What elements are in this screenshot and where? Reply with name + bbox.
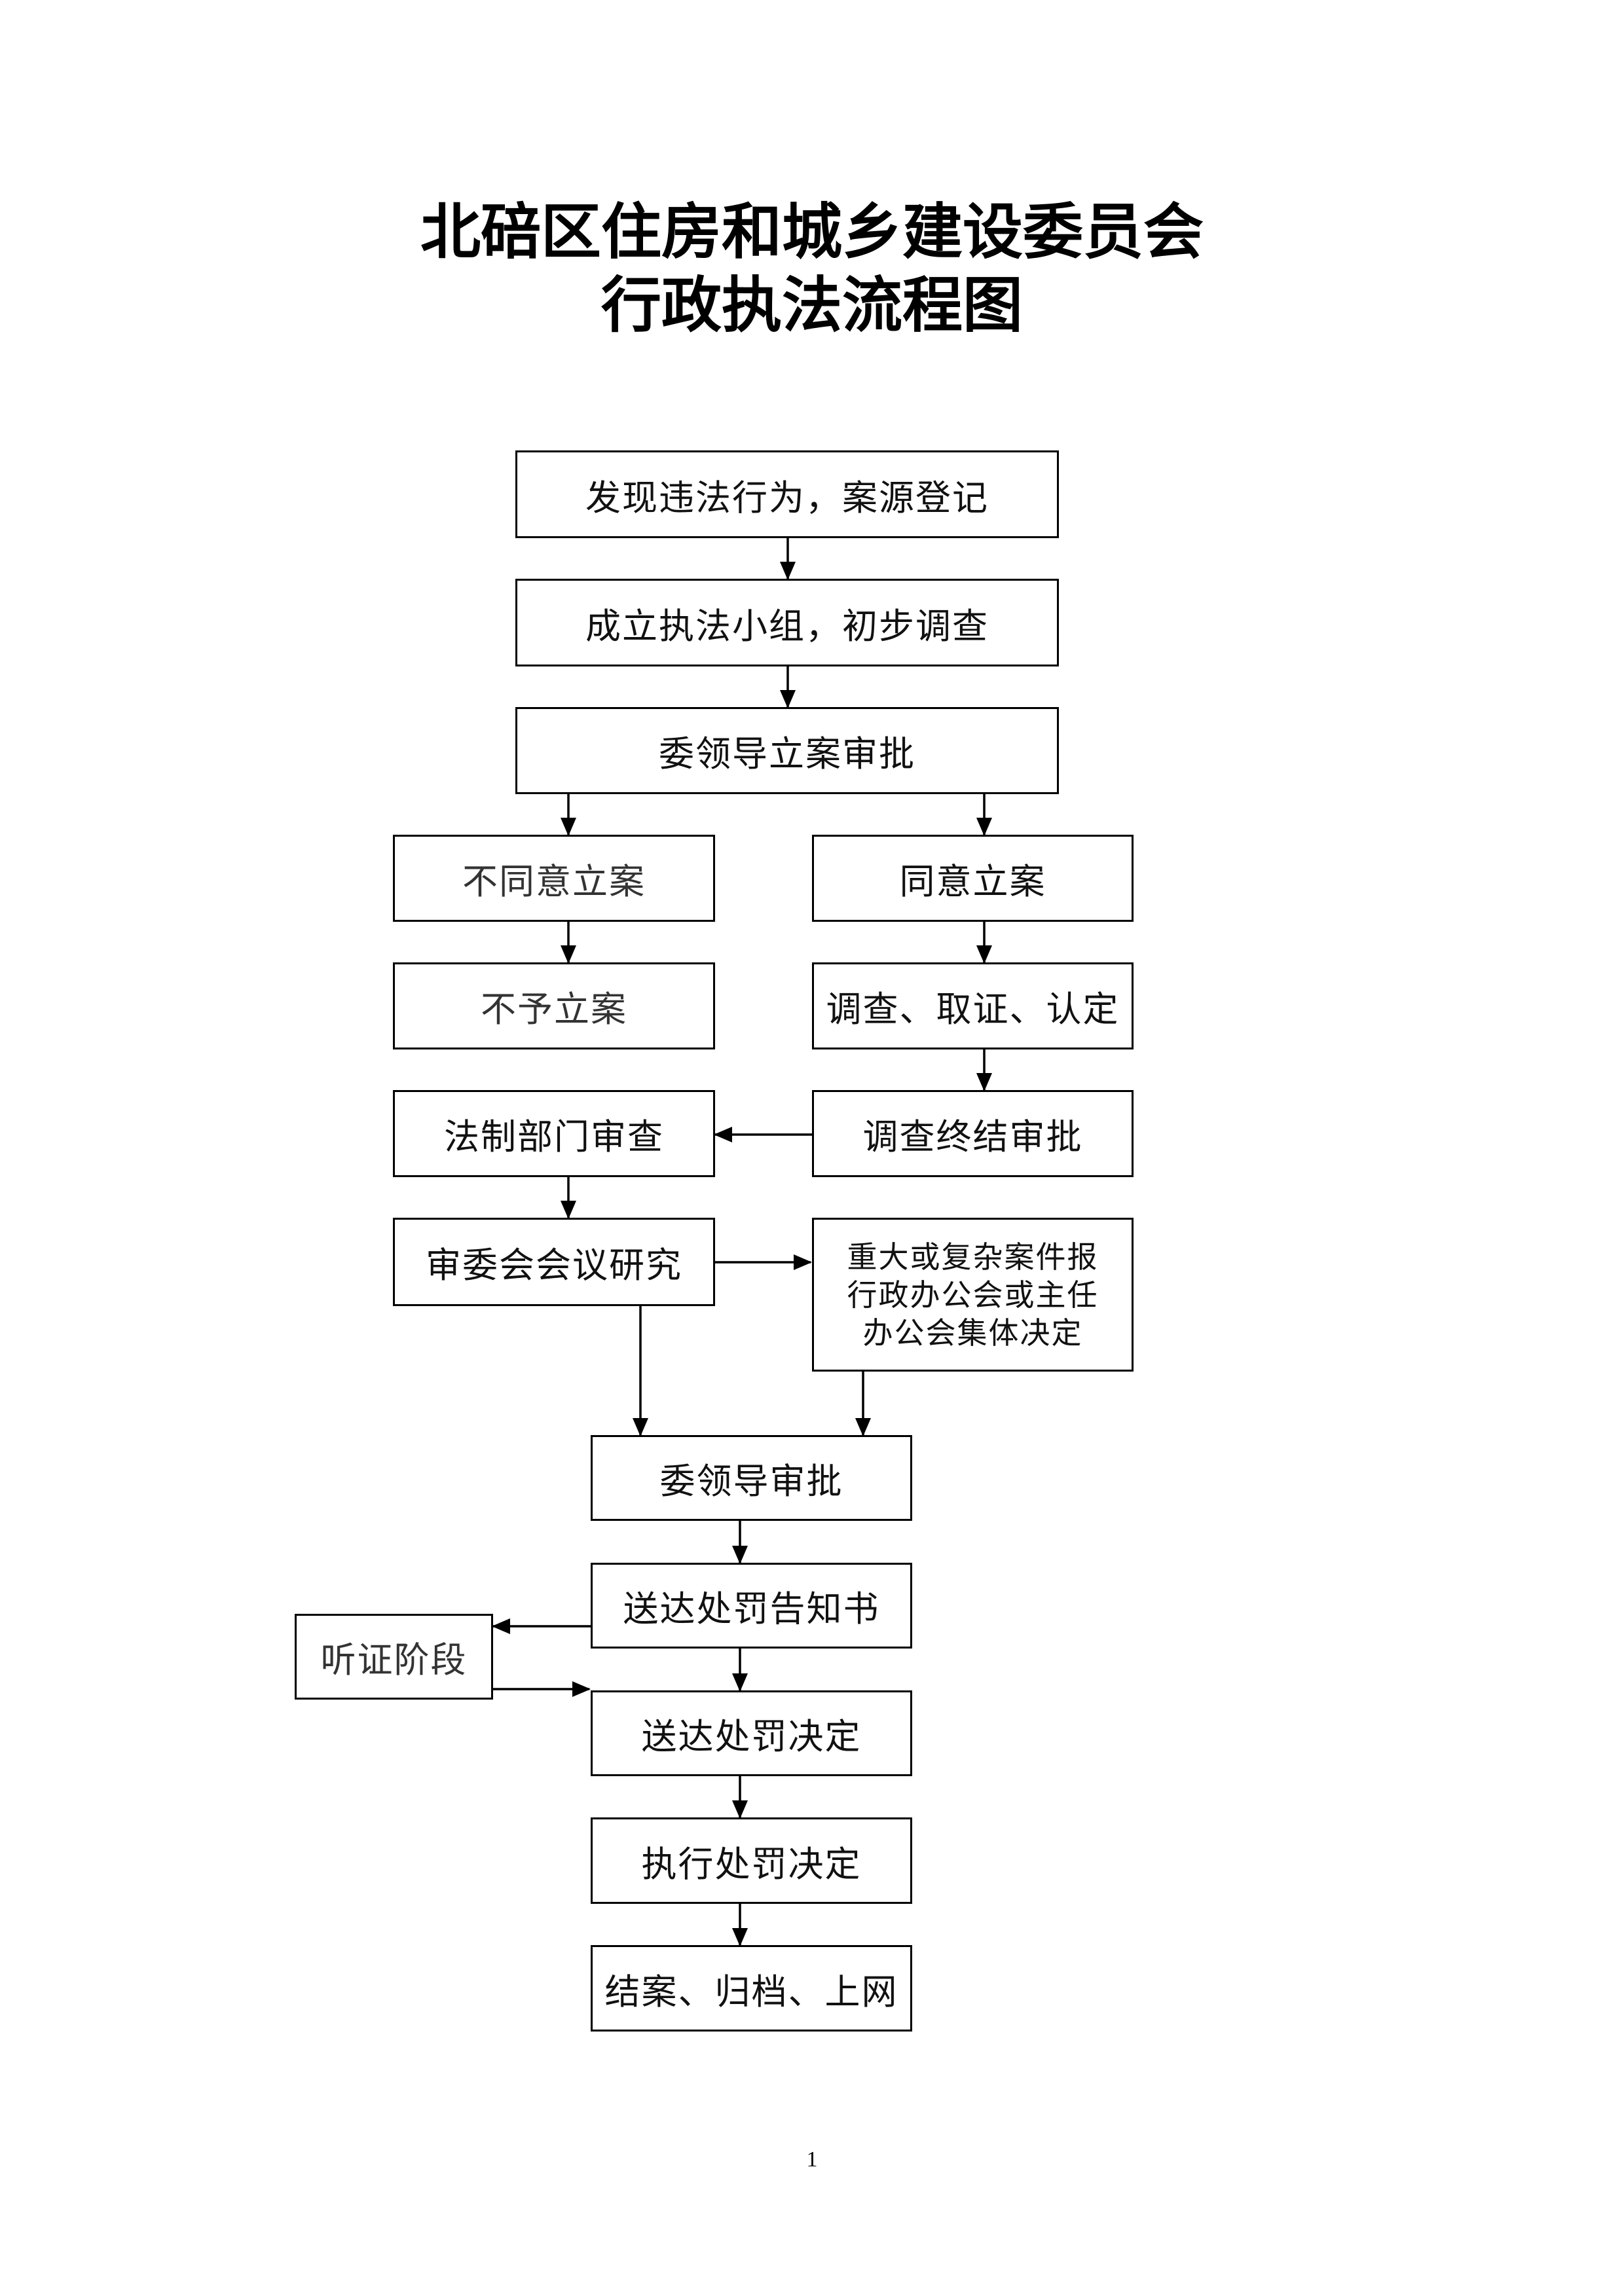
node-disagree-filing-label: 不同意立案 xyxy=(462,861,646,902)
node-discover-label: 发现违法行为，案源登记 xyxy=(585,477,989,519)
node-penalty-notice: 送达处罚告知书 xyxy=(591,1563,912,1649)
node-discover: 发现违法行为，案源登记 xyxy=(515,450,1059,538)
node-agree-filing-label: 同意立案 xyxy=(899,861,1046,902)
title-line-2: 行政执法流程图 xyxy=(600,270,1023,340)
node-penalty-decision: 送达处罚决定 xyxy=(591,1690,912,1776)
node-legal-review: 法制部门审查 xyxy=(393,1090,715,1177)
page-number: 1 xyxy=(806,2147,818,2172)
title-line-1: 北碚区住房和城乡建设委员会 xyxy=(420,196,1204,267)
node-filing-approval-label: 委领导立案审批 xyxy=(659,733,915,774)
node-major-case: 重大或复杂案件报 行政办公会或主任 办公会集体决定 xyxy=(812,1218,1134,1372)
node-committee-study: 审委会会议研究 xyxy=(393,1218,715,1306)
node-investigation-approval-label: 调查终结审批 xyxy=(862,1116,1083,1157)
node-no-filing-label: 不予立案 xyxy=(481,989,627,1030)
node-hearing-label: 听证阶段 xyxy=(320,1639,468,1681)
node-investigate: 调查、取证、认定 xyxy=(812,962,1134,1049)
node-major-case-line-3: 办公会集体决定 xyxy=(862,1315,1083,1351)
node-form-team: 成立执法小组，初步调查 xyxy=(515,579,1059,666)
node-agree-filing: 同意立案 xyxy=(812,835,1134,922)
node-penalty-notice-label: 送达处罚告知书 xyxy=(623,1588,880,1630)
node-form-team-label: 成立执法小组，初步调查 xyxy=(585,605,989,647)
node-major-case-line-2: 行政办公会或主任 xyxy=(847,1277,1099,1313)
node-investigate-label: 调查、取证、认定 xyxy=(826,989,1120,1030)
node-no-filing: 不予立案 xyxy=(393,962,715,1049)
node-close-case-label: 结案、归档、上网 xyxy=(604,1971,898,2013)
node-execute-decision-label: 执行处罚决定 xyxy=(641,1843,862,1885)
node-leader-approval: 委领导审批 xyxy=(591,1435,912,1521)
node-penalty-decision-label: 送达处罚决定 xyxy=(641,1716,862,1757)
node-leader-approval-label: 委领导审批 xyxy=(659,1461,843,1502)
node-committee-study-label: 审委会会议研究 xyxy=(426,1245,682,1286)
node-hearing: 听证阶段 xyxy=(295,1614,493,1700)
node-legal-review-label: 法制部门审查 xyxy=(444,1116,664,1157)
node-investigation-approval: 调查终结审批 xyxy=(812,1090,1134,1177)
node-filing-approval: 委领导立案审批 xyxy=(515,707,1059,794)
node-execute-decision: 执行处罚决定 xyxy=(591,1817,912,1904)
node-close-case: 结案、归档、上网 xyxy=(591,1945,912,2032)
node-major-case-line-1: 重大或复杂案件报 xyxy=(847,1239,1099,1275)
node-disagree-filing: 不同意立案 xyxy=(393,835,715,922)
